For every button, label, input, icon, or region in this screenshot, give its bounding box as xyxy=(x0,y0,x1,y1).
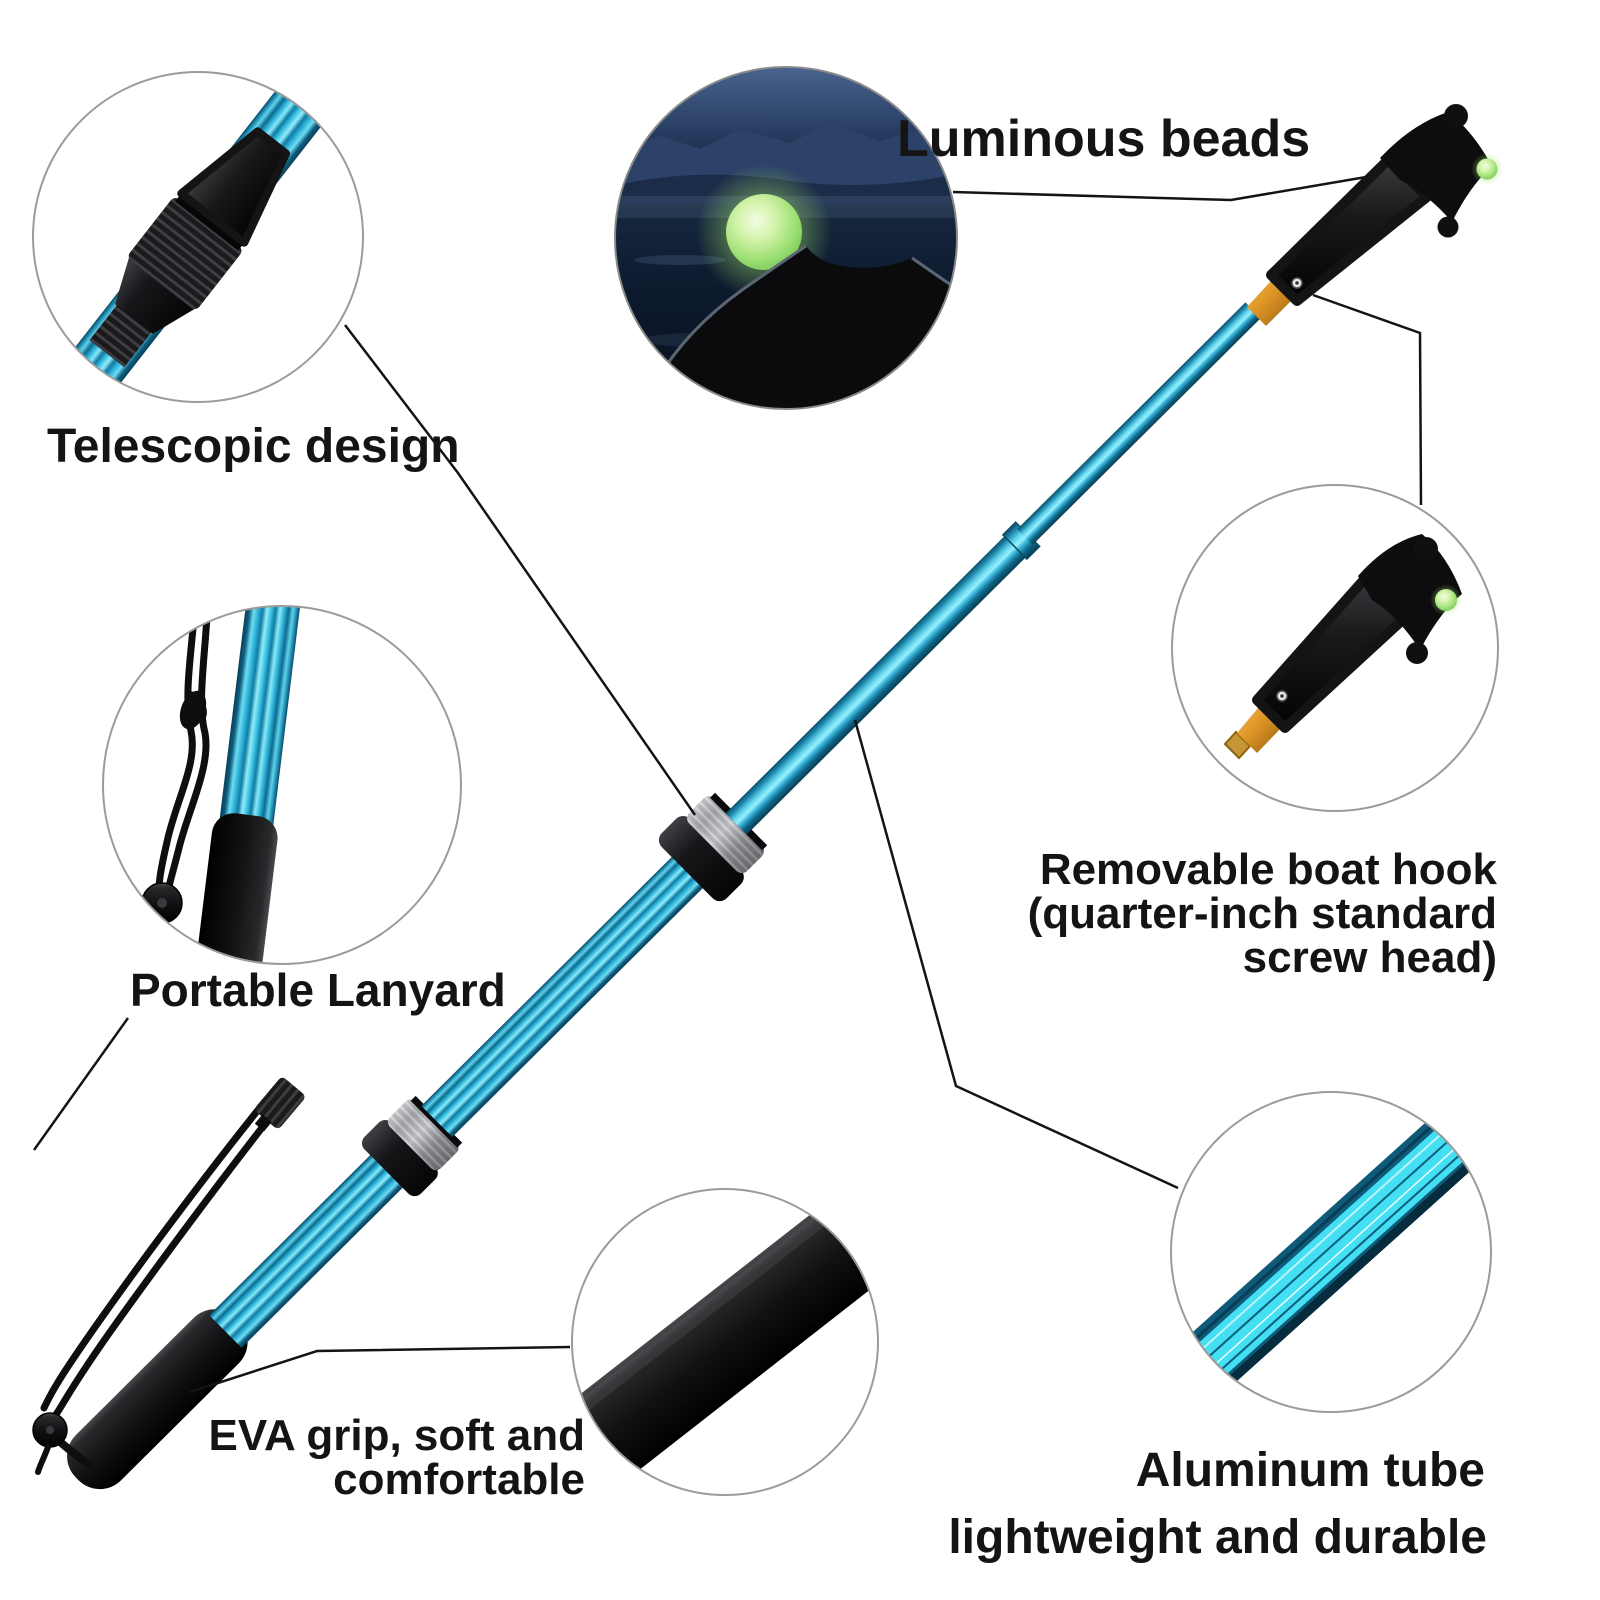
pole-lower-section xyxy=(209,1149,409,1348)
pole-middle-section xyxy=(421,854,706,1138)
leader-boat-hook xyxy=(1312,293,1423,506)
boat-hook-pole xyxy=(67,302,1261,1490)
svg-text:screw head): screw head) xyxy=(1243,933,1497,982)
pole-tip-section xyxy=(1017,302,1261,545)
hook-tip-knob xyxy=(1444,104,1468,128)
boat-hook-head xyxy=(1247,104,1503,326)
svg-text:(quarter-inch standard: (quarter-inch standard xyxy=(1028,889,1497,938)
leader-telescopic xyxy=(344,324,697,816)
svg-text:comfortable: comfortable xyxy=(333,1455,585,1504)
lanyard-cord xyxy=(32,1077,305,1475)
luminous-bead xyxy=(1476,158,1498,180)
callout-photo-luminous xyxy=(614,66,958,410)
label-lanyard: Portable Lanyard xyxy=(130,964,506,1016)
mountain-silhouette xyxy=(615,123,957,190)
callout-circle-aluminum-tube xyxy=(1170,1091,1492,1413)
svg-text:EVA grip, soft and: EVA grip, soft and xyxy=(209,1411,585,1460)
leader-lines xyxy=(32,174,1423,1394)
hook-spur-knob xyxy=(1437,216,1459,238)
hook-silhouette-photo xyxy=(640,246,957,409)
callout-circle-lanyard xyxy=(102,605,462,965)
eva-grip xyxy=(67,1309,248,1490)
callout-circle-eva-grip xyxy=(571,1188,879,1496)
lock-collar-lower xyxy=(361,1095,463,1197)
hook-crown xyxy=(1380,112,1492,222)
hook-spur-knob-detail xyxy=(1406,642,1428,664)
label-boat-hook: Removable boat hook (quarter-inch standa… xyxy=(1028,845,1498,982)
hook-tip-knob-detail xyxy=(1414,537,1438,561)
label-telescopic: Telescopic design xyxy=(47,420,460,473)
lanyard-clasp xyxy=(254,1077,305,1132)
label-eva-grip: EVA grip, soft and comfortable xyxy=(209,1411,585,1504)
hook-crown-detail xyxy=(1358,534,1462,650)
label-luminous: Luminous beads xyxy=(897,110,1310,168)
callout-circle-telescopic xyxy=(32,71,364,403)
luminous-bead-photo xyxy=(726,194,802,270)
svg-text:Removable boat hook: Removable boat hook xyxy=(1040,845,1498,894)
luminous-bead-detail xyxy=(1435,589,1457,611)
leader-lanyard xyxy=(32,1017,130,1151)
svg-text:lightweight and durable: lightweight and durable xyxy=(948,1511,1487,1564)
svg-text:Aluminum tube: Aluminum tube xyxy=(1136,1444,1485,1497)
pole-upper-section xyxy=(725,531,1031,835)
leader-luminous xyxy=(952,174,1373,202)
callout-circle-boat-hook xyxy=(1171,484,1499,812)
leader-eva xyxy=(189,1345,571,1394)
leader-aluminum xyxy=(853,719,1179,1190)
label-aluminum-tube: Aluminum tube lightweight and durable xyxy=(948,1444,1487,1564)
